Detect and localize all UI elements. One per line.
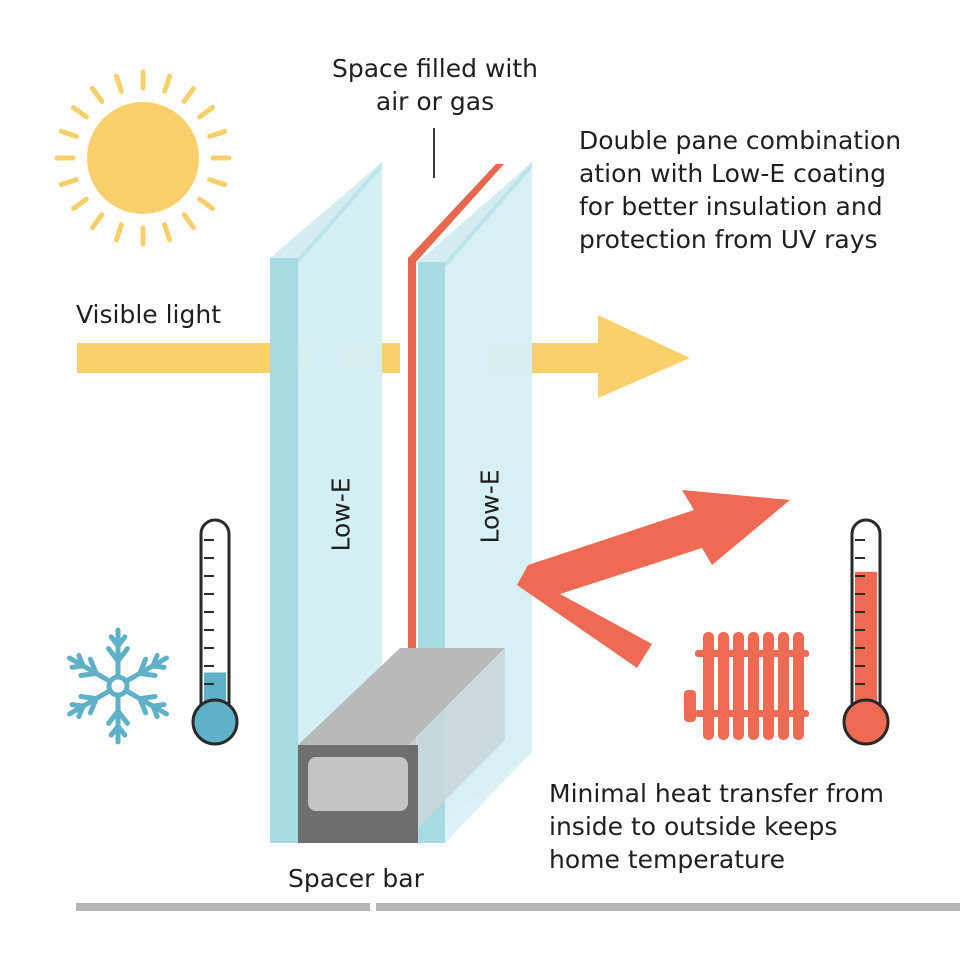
visible-light-label: Visible light <box>76 300 222 329</box>
visible-light-arrow <box>77 315 690 398</box>
low-e-label-outer: Low-E <box>326 477 356 552</box>
spacer-bar-label: Spacer bar <box>288 864 424 893</box>
heat-transfer-description: Minimal heat transfer from inside to out… <box>549 779 885 874</box>
outer-glass-pane <box>270 162 382 843</box>
gap-label: Space filled with air or gas <box>331 54 538 116</box>
low-e-label-inner: Low-E <box>475 469 505 544</box>
warm-thermometer-icon <box>842 518 890 746</box>
snowflake-icon <box>67 627 169 745</box>
double-pane-description: Double pane combination ation with Low-E… <box>579 126 902 254</box>
floor-line <box>76 903 960 911</box>
radiator-icon <box>684 632 809 740</box>
low-e-coating <box>408 164 504 746</box>
heat-reflection-arrow <box>517 490 790 668</box>
spacer-bar <box>298 648 505 843</box>
cold-thermometer-icon <box>191 518 239 746</box>
sun-icon <box>54 69 232 247</box>
